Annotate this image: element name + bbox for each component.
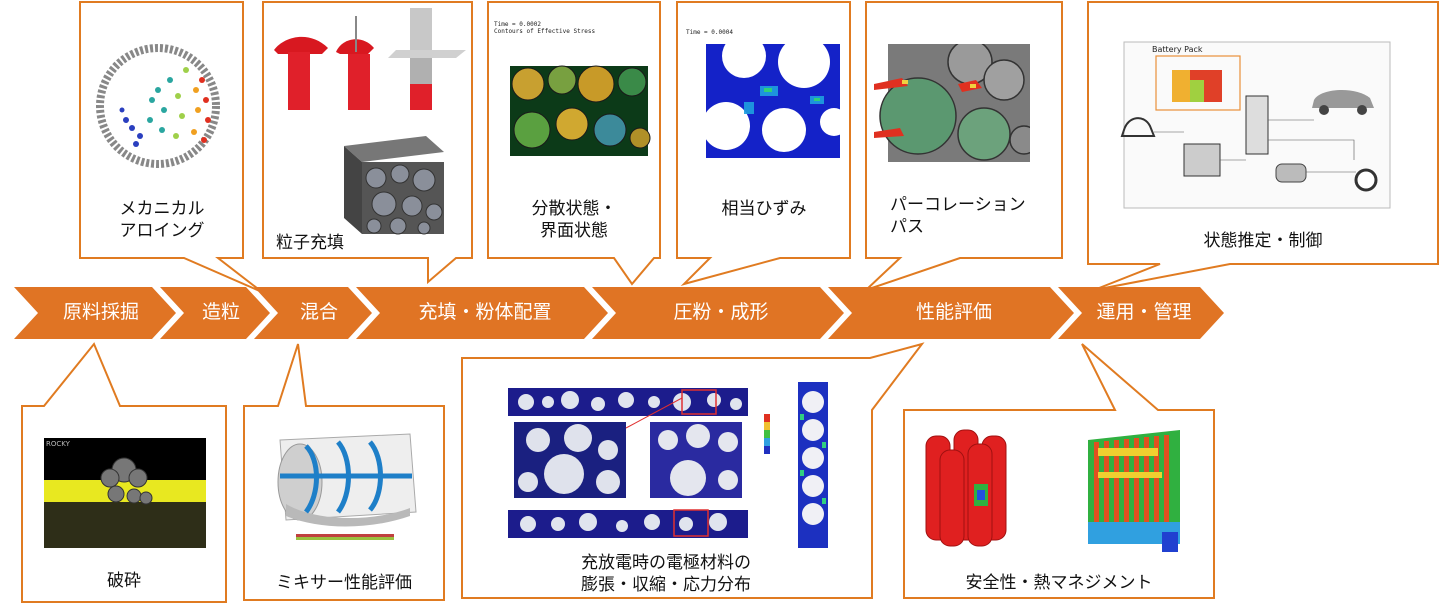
- callout-label-percolation: パーコレーションパス: [890, 195, 1026, 237]
- thermal-management-icon: [912, 422, 1200, 556]
- equivalent-strain-contour-icon: Time = 0.0004: [684, 26, 844, 162]
- dispersion-stress-contour-icon: Time = 0.0002 Contours of Effective Stre…: [492, 20, 654, 160]
- battery-pack-title: Battery Pack: [1152, 45, 1203, 54]
- callout-label-mechanical-alloying: メカニカルアロイング: [119, 199, 205, 241]
- callout-label-electrode: 充放電時の電極材料の膨張・収縮・応力分布: [581, 553, 751, 595]
- step-label-granulation: 造粒: [201, 301, 240, 323]
- step-label-raw-material: 原料採掘: [62, 301, 139, 323]
- svg-text:Time = 0.0002: Time = 0.0002: [494, 21, 541, 28]
- electrode-stress-distribution-icon: [478, 378, 840, 548]
- percolation-path-icon: [874, 44, 1030, 162]
- callout-label-mixer: ミキサー性能評価: [276, 573, 412, 593]
- svg-text:Time = 0.0004: Time = 0.0004: [686, 29, 733, 36]
- step-5-chevron: [592, 287, 844, 339]
- step-label-compaction: 圧粉・成形: [673, 301, 769, 323]
- battery-system-model-icon: Battery Pack: [1120, 41, 1391, 209]
- callout-label-crushing: 破砕: [107, 571, 141, 591]
- callout-label-thermal: 安全性・熱マネジメント: [965, 573, 1153, 593]
- step-label-performance: 性能評価: [915, 301, 992, 323]
- step-4-chevron: [356, 287, 608, 339]
- step-label-operation: 運用・管理: [1096, 301, 1192, 323]
- mixer-simulation-icon: [277, 433, 417, 540]
- step-7-chevron: [1058, 287, 1224, 339]
- callout-label-equivalent-strain: 相当ひずみ: [721, 199, 807, 219]
- process-flow-band: [14, 287, 1224, 339]
- crushing-simulation-icon: ROCKY: [44, 438, 206, 548]
- step-label-filling: 充填・粉体配置: [418, 301, 552, 323]
- step-1-chevron: [14, 287, 176, 339]
- callout-label-particle-packing: 粒子充填: [276, 233, 344, 253]
- callout-label-dispersion: 分散状態・界面状態: [531, 199, 617, 241]
- particle-packing-icon: [274, 8, 466, 110]
- packed-particles-cube-icon: [344, 136, 444, 235]
- step-6-chevron: [828, 287, 1074, 339]
- ball-mill-simulation-icon: [96, 44, 220, 168]
- step-3-chevron: [254, 287, 372, 339]
- svg-text:Contours of Effective Stress: Contours of Effective Stress: [494, 28, 596, 35]
- callout-label-state-estimation: 状態推定・制御: [1203, 231, 1323, 251]
- rocky-watermark: ROCKY: [46, 440, 71, 448]
- step-2-chevron: [160, 287, 270, 339]
- step-label-mixing: 混合: [299, 301, 338, 323]
